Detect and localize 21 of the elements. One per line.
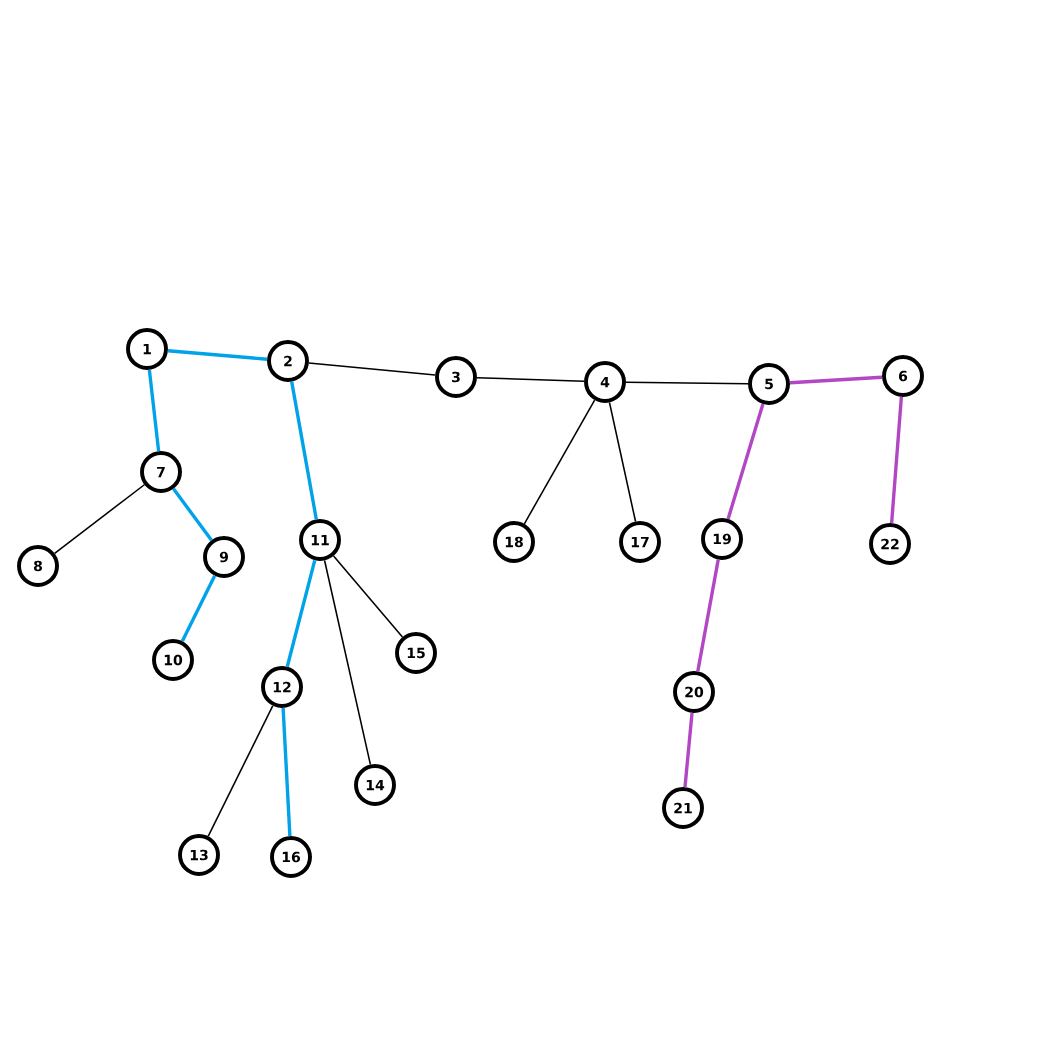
- edge-line: [696, 559, 720, 672]
- edge-line: [523, 399, 596, 525]
- edge-line: [323, 559, 372, 766]
- edge-line: [290, 381, 318, 520]
- edge-line: [180, 575, 217, 642]
- edge-line: [789, 375, 883, 385]
- edge-line: [889, 396, 904, 524]
- edge-line: [281, 707, 292, 837]
- edge-line: [147, 369, 161, 452]
- edge-line: [476, 376, 585, 383]
- edge-line: [332, 555, 404, 638]
- edge-line: [308, 362, 436, 376]
- edge-line: [167, 349, 268, 361]
- edge-line: [207, 705, 274, 837]
- edge-line: [726, 403, 765, 520]
- edge-line: [172, 487, 213, 542]
- edge-line: [683, 712, 694, 788]
- edge-line: [608, 401, 637, 523]
- edge-line: [285, 559, 317, 668]
- edge-line: [625, 381, 749, 385]
- edge-line: [53, 483, 146, 555]
